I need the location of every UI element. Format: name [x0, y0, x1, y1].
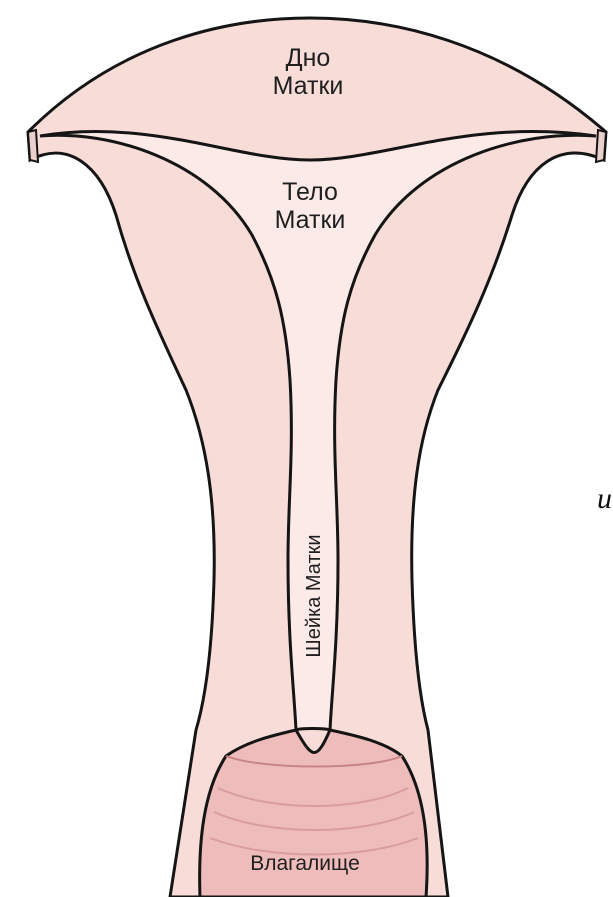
fundus-label-line1: Дно [248, 44, 368, 72]
fundus-label: Дно Матки [248, 44, 368, 100]
uterus-body-label-line1: Тело [250, 178, 370, 206]
right-tube-end [596, 130, 606, 162]
fundus-label-line2: Матки [248, 72, 368, 100]
cervix-label-text: Шейка Матки [303, 534, 325, 657]
uterus-body-label: Тело Матки [250, 178, 370, 234]
edge-text-fragment: и [597, 482, 612, 516]
vagina-label: Влагалище [230, 852, 380, 876]
left-tube-end [28, 130, 38, 162]
uterus-body-label-line2: Матки [250, 206, 370, 234]
